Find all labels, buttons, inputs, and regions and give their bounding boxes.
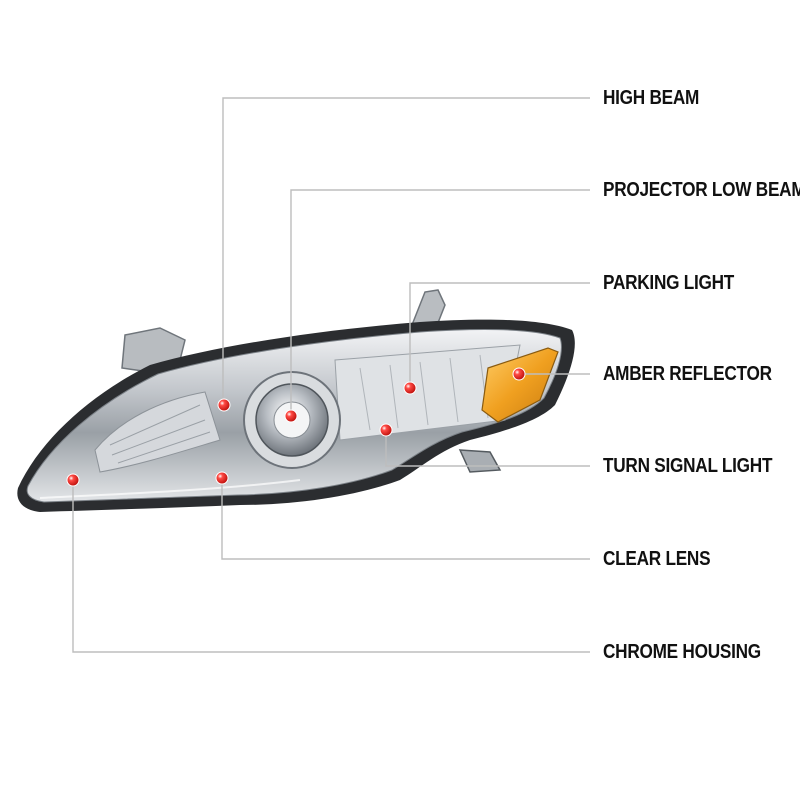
markers (66, 367, 526, 487)
leader-line-high-beam (222, 97, 590, 405)
label-amber-reflector: AMBER REFLECTOR (603, 363, 772, 385)
label-projector-low-beam: PROJECTOR LOW BEAM (603, 179, 800, 201)
leader-lines (72, 97, 590, 653)
leader-line-clear-lens (221, 478, 590, 560)
headlight-assembly (17, 289, 575, 512)
marker-clear-lens (215, 471, 229, 485)
marker-chrome-housing (66, 473, 80, 487)
label-parking-light: PARKING LIGHT (603, 272, 735, 294)
leader-line-projector-low-beam (290, 189, 590, 416)
leader-line-chrome-housing (72, 480, 590, 653)
amber-reflector-lens (481, 347, 559, 423)
high-beam-reflector (94, 391, 221, 473)
marker-amber-reflector (512, 367, 526, 381)
label-high-beam: HIGH BEAM (603, 87, 700, 109)
leader-line-turn-signal-light (385, 430, 590, 467)
mounting-tab-bottom (458, 449, 502, 473)
marker-high-beam (217, 398, 231, 412)
marker-turn-signal-light (379, 423, 393, 437)
marker-parking-light (403, 381, 417, 395)
marker-projector-low-beam (284, 409, 298, 423)
label-clear-lens: CLEAR LENS (603, 548, 711, 570)
label-chrome-housing: CHROME HOUSING (603, 641, 761, 663)
label-turn-signal-light: TURN SIGNAL LIGHT (603, 455, 773, 477)
leader-line-parking-light (409, 282, 590, 388)
